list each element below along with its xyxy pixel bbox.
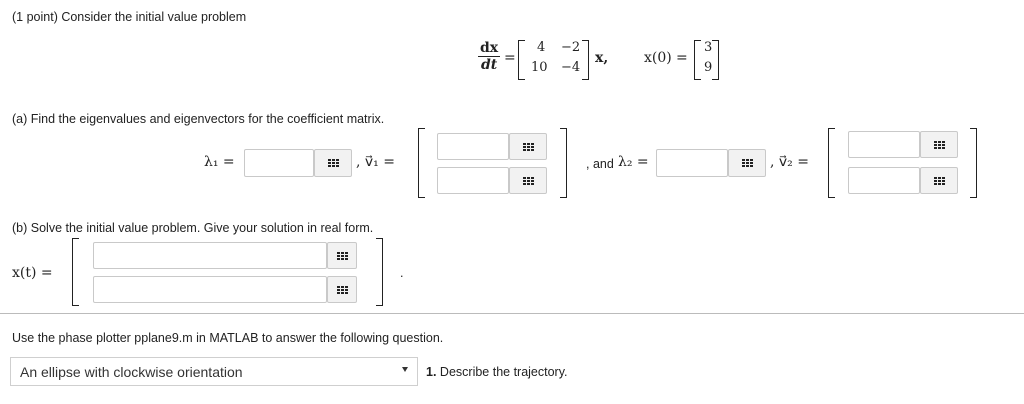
- lambda2-input[interactable]: [656, 149, 728, 177]
- v1-label: , v⃗₁ =: [356, 154, 395, 170]
- part-b-prompt: (b) Solve the initial value problem. Giv…: [12, 221, 374, 235]
- problem-intro: (1 point) Consider the initial value pro…: [12, 10, 247, 24]
- keypad-icon: [522, 142, 534, 151]
- keypad-icon: [336, 251, 348, 260]
- x-of-t-label: x(t) =: [12, 265, 53, 281]
- lambda1-label: λ₁ =: [204, 154, 235, 170]
- keypad-icon: [336, 285, 348, 294]
- phase-instruction: Use the phase plotter pplane9.m in MATLA…: [12, 331, 444, 345]
- ic-label: x(0): [644, 50, 672, 66]
- v2-label: , v⃗₂ =: [770, 154, 809, 170]
- matrix-entry-21: 10: [531, 60, 548, 75]
- v1-left-bracket: [418, 128, 425, 198]
- ode-derivative: dx dt: [478, 40, 501, 73]
- keypad-icon: [741, 159, 753, 167]
- v2-entry-2-input[interactable]: [848, 167, 920, 194]
- ic-entry-2: 9: [704, 60, 713, 75]
- and-label: , and: [586, 157, 614, 171]
- xt-entry-1-keypad-button[interactable]: [327, 242, 357, 269]
- ode-lhs-den: dt: [480, 57, 498, 73]
- chevron-down-icon: [402, 367, 408, 372]
- v1-entry-1-input[interactable]: [437, 133, 509, 160]
- ode-equals: =: [504, 50, 516, 66]
- v2-entry-1-input[interactable]: [848, 131, 920, 158]
- ic-entry-1: 3: [704, 40, 713, 55]
- ic-equals: =: [676, 50, 688, 66]
- ic-left-bracket: [694, 40, 701, 80]
- v1-right-bracket: [560, 128, 567, 198]
- keypad-icon: [327, 159, 339, 167]
- lambda1-keypad-button[interactable]: [314, 149, 352, 177]
- ic-right-bracket: [712, 40, 719, 80]
- xt-right-bracket: [376, 238, 383, 306]
- v1-entry-2-keypad-button[interactable]: [509, 167, 547, 194]
- xt-entry-1-input[interactable]: [93, 242, 327, 269]
- lambda2-label: λ₂ =: [618, 154, 649, 170]
- matrix-right-bracket: [582, 40, 589, 80]
- section-divider: [0, 313, 1024, 314]
- trajectory-select-value: An ellipse with clockwise orientation: [20, 363, 243, 380]
- xt-entry-2-input[interactable]: [93, 276, 327, 303]
- ode-rhs-var: x,: [595, 50, 609, 66]
- v2-entry-2-keypad-button[interactable]: [920, 167, 958, 194]
- question-number: 1.: [426, 365, 437, 379]
- trajectory-select[interactable]: An ellipse with clockwise orientation: [10, 357, 418, 386]
- part-a-prompt: (a) Find the eigenvalues and eigenvector…: [12, 112, 385, 126]
- v1-entry-1-keypad-button[interactable]: [509, 133, 547, 160]
- keypad-icon: [933, 176, 945, 185]
- matrix-entry-22: −4: [561, 60, 581, 75]
- matrix-left-bracket: [518, 40, 525, 80]
- v2-right-bracket: [970, 128, 977, 198]
- lambda2-keypad-button[interactable]: [728, 149, 766, 177]
- ode-lhs-num: dx: [478, 40, 501, 57]
- lambda1-input[interactable]: [244, 149, 314, 177]
- v1-entry-2-input[interactable]: [437, 167, 509, 194]
- keypad-icon: [933, 140, 945, 149]
- xt-left-bracket: [72, 238, 79, 306]
- keypad-icon: [522, 176, 534, 185]
- matrix-entry-11: 4: [537, 40, 546, 55]
- v2-left-bracket: [828, 128, 835, 198]
- matrix-entry-12: −2: [561, 40, 581, 55]
- v2-entry-1-keypad-button[interactable]: [920, 131, 958, 158]
- part-b-period: .: [400, 266, 404, 280]
- question-line: 1. Describe the trajectory.: [426, 365, 568, 379]
- question-text: Describe the trajectory.: [439, 365, 568, 379]
- xt-entry-2-keypad-button[interactable]: [327, 276, 357, 303]
